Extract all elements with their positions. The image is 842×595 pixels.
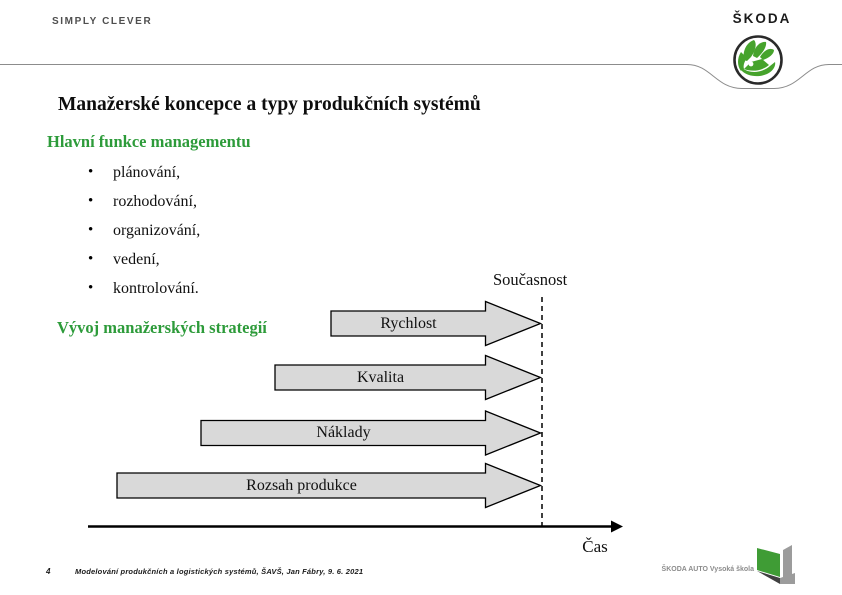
arrow-shape-rychlost <box>330 300 543 347</box>
page-title: Manažerské koncepce a typy produkčních s… <box>58 94 481 115</box>
list-item: rozhodování, <box>88 187 200 216</box>
header-decoration <box>0 35 842 89</box>
time-axis-label: Čas <box>582 537 608 556</box>
simply-clever-tagline: SIMPLY CLEVER <box>52 16 153 27</box>
arrow-shape-kvalita <box>274 354 543 401</box>
footer-course-info: Modelování produkčních a logistických sy… <box>75 567 364 576</box>
header-rule-line <box>0 64 842 89</box>
university-logo-icon <box>757 545 795 584</box>
present-label: Současnost <box>493 270 568 289</box>
arrow-shape-naklady <box>200 410 543 456</box>
list-item: kontrolování. <box>88 274 200 303</box>
list-item: plánování, <box>88 158 200 187</box>
arrow-label-kvalita: Kvalita <box>356 368 405 386</box>
time-axis-arrowhead-icon <box>611 520 623 533</box>
arrow-label-rozsah-produkce: Rozsah produkce <box>246 476 357 494</box>
arrow-label-naklady: Náklady <box>316 424 371 441</box>
skoda-winged-arrow-icon <box>738 40 776 77</box>
arrow-label-rychlost: Rychlost <box>380 314 437 332</box>
strategies-heading: Vývoj manažerských strategií <box>57 318 267 337</box>
management-functions-list: plánování, rozhodování, organizování, ve… <box>88 158 200 303</box>
skoda-wordmark: ŠKODA <box>732 11 792 26</box>
list-item: vedení, <box>88 245 200 274</box>
section-heading: Hlavní funkce managementu <box>47 132 251 151</box>
list-item: organizování, <box>88 216 200 245</box>
page-number: 4 <box>46 567 51 576</box>
university-logo-text: ŠKODA AUTO Vysoká škola <box>661 566 754 573</box>
arrow-shape-rozsah-produkce <box>116 462 543 509</box>
